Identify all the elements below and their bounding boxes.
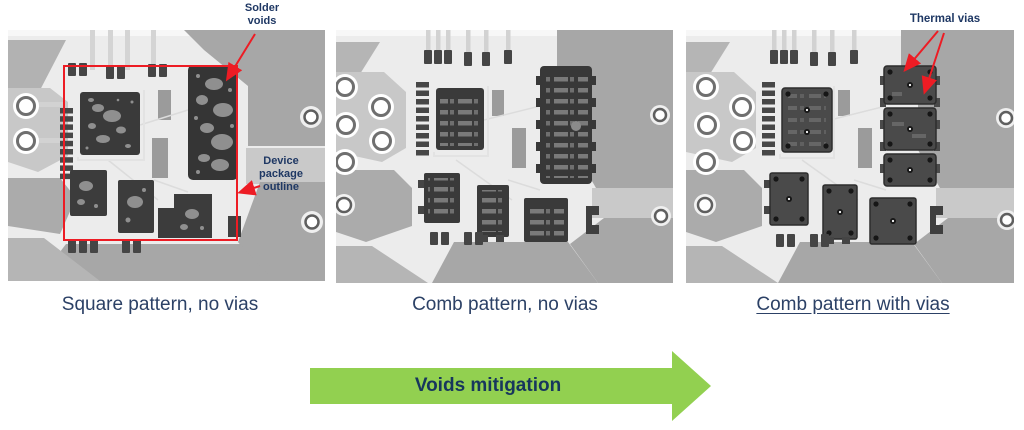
xray-panel-comb-pattern-vias [686,30,1014,283]
right-plated-holes [650,105,671,226]
bottom-components-comb [418,173,599,242]
right-plated-holes [996,108,1014,230]
plated-holes [336,74,395,216]
top-pins [424,50,512,66]
device-package-outline-label: Device package outline [258,155,304,193]
top-traces [35,30,156,143]
thermal-vias-label: Thermal vias [909,13,981,25]
caption-square-pattern: Square pattern, no vias [61,294,259,315]
copper-pours [8,30,325,281]
bottom-pins [776,234,829,247]
plated-holes [693,74,756,216]
top-pins [770,50,858,66]
large-component-voids [188,65,238,180]
bottom-pins [430,232,483,245]
solder-voids-label: Solder voids [244,2,280,27]
bottom-pins [68,240,141,253]
large-component-comb [536,66,596,184]
ic-pin-column [762,82,775,156]
qfn-component-comb [433,86,489,157]
qfn-component-voids [77,90,145,161]
right-plated-holes [300,106,323,233]
caption-comb-pattern: Comb pattern, no vias [412,294,598,315]
ic-pin-column [416,82,429,156]
xray-panel-comb-pattern [336,30,673,283]
bottom-components-vias [764,172,943,245]
top-traces [426,30,511,66]
plated-holes [13,93,39,154]
voids-mitigation-label: Voids mitigation [414,375,562,396]
top-traces [772,30,857,66]
large-component-vias [880,65,940,187]
qfn-component-vias [779,86,835,159]
ic-pin-column [60,108,73,180]
caption-comb-pattern-vias: Comb pattern with vias [756,294,950,315]
